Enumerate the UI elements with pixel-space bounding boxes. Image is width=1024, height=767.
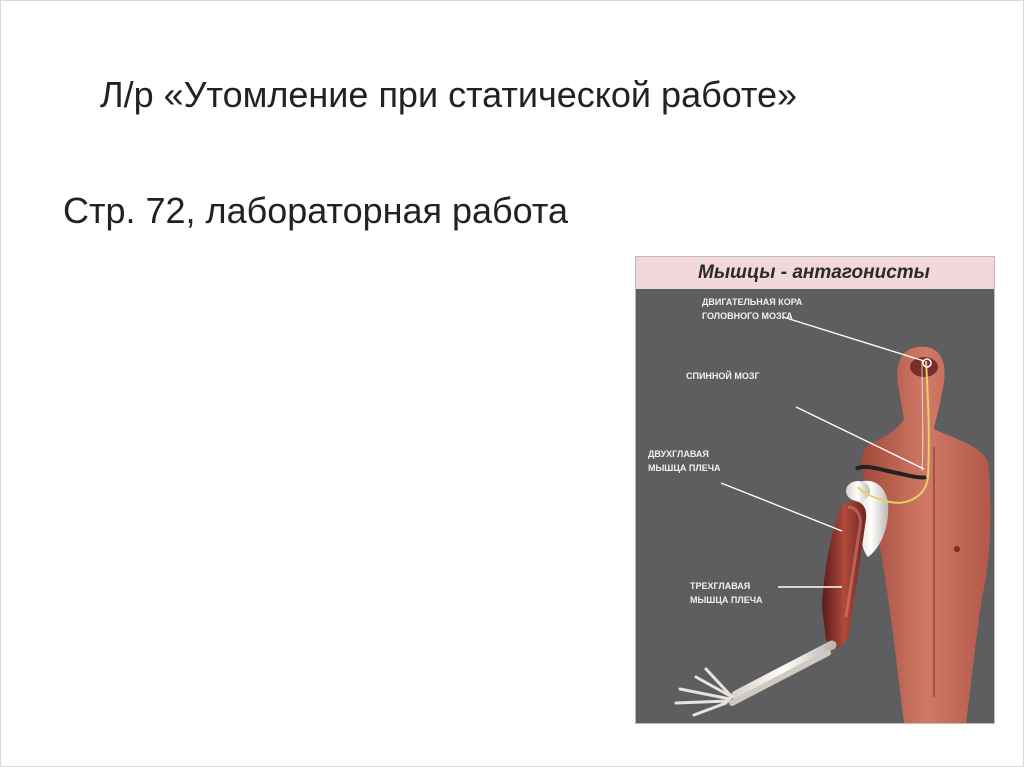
label-biceps: ДВУХГЛАВАЯ МЫШЦА ПЛЕЧА: [648, 447, 721, 475]
label-motor-cortex-line2: ГОЛОВНОГО МОЗГА: [702, 311, 793, 321]
label-triceps-line2: МЫШЦА ПЛЕЧА: [690, 595, 763, 605]
figure-title: Мышцы - антагонисты: [698, 262, 930, 283]
label-triceps-line1: ТРЕХГЛАВАЯ: [690, 581, 751, 591]
label-spinal-cord: СПИННОЙ МОЗГ: [686, 371, 760, 381]
label-triceps: ТРЕХГЛАВАЯ МЫШЦА ПЛЕЧА: [690, 579, 763, 607]
anatomy-illustration: [674, 316, 991, 723]
slide-title: Л/р «Утомление при статической работе»: [100, 74, 798, 115]
slide-subtitle: Стр. 72, лабораторная работа: [63, 190, 569, 231]
anatomy-figure: Мышцы - антагонисты ДВИГАТЕЛЬНАЯ КОРА ГО…: [636, 257, 994, 723]
label-biceps-line2: МЫШЦА ПЛЕЧА: [648, 463, 721, 473]
label-biceps-line1: ДВУХГЛАВАЯ: [648, 449, 709, 459]
figure-header: [636, 257, 994, 289]
label-motor-cortex-line1: ДВИГАТЕЛЬНАЯ КОРА: [702, 297, 803, 307]
label-motor-cortex: ДВИГАТЕЛЬНАЯ КОРА ГОЛОВНОГО МОЗГА: [702, 295, 802, 323]
